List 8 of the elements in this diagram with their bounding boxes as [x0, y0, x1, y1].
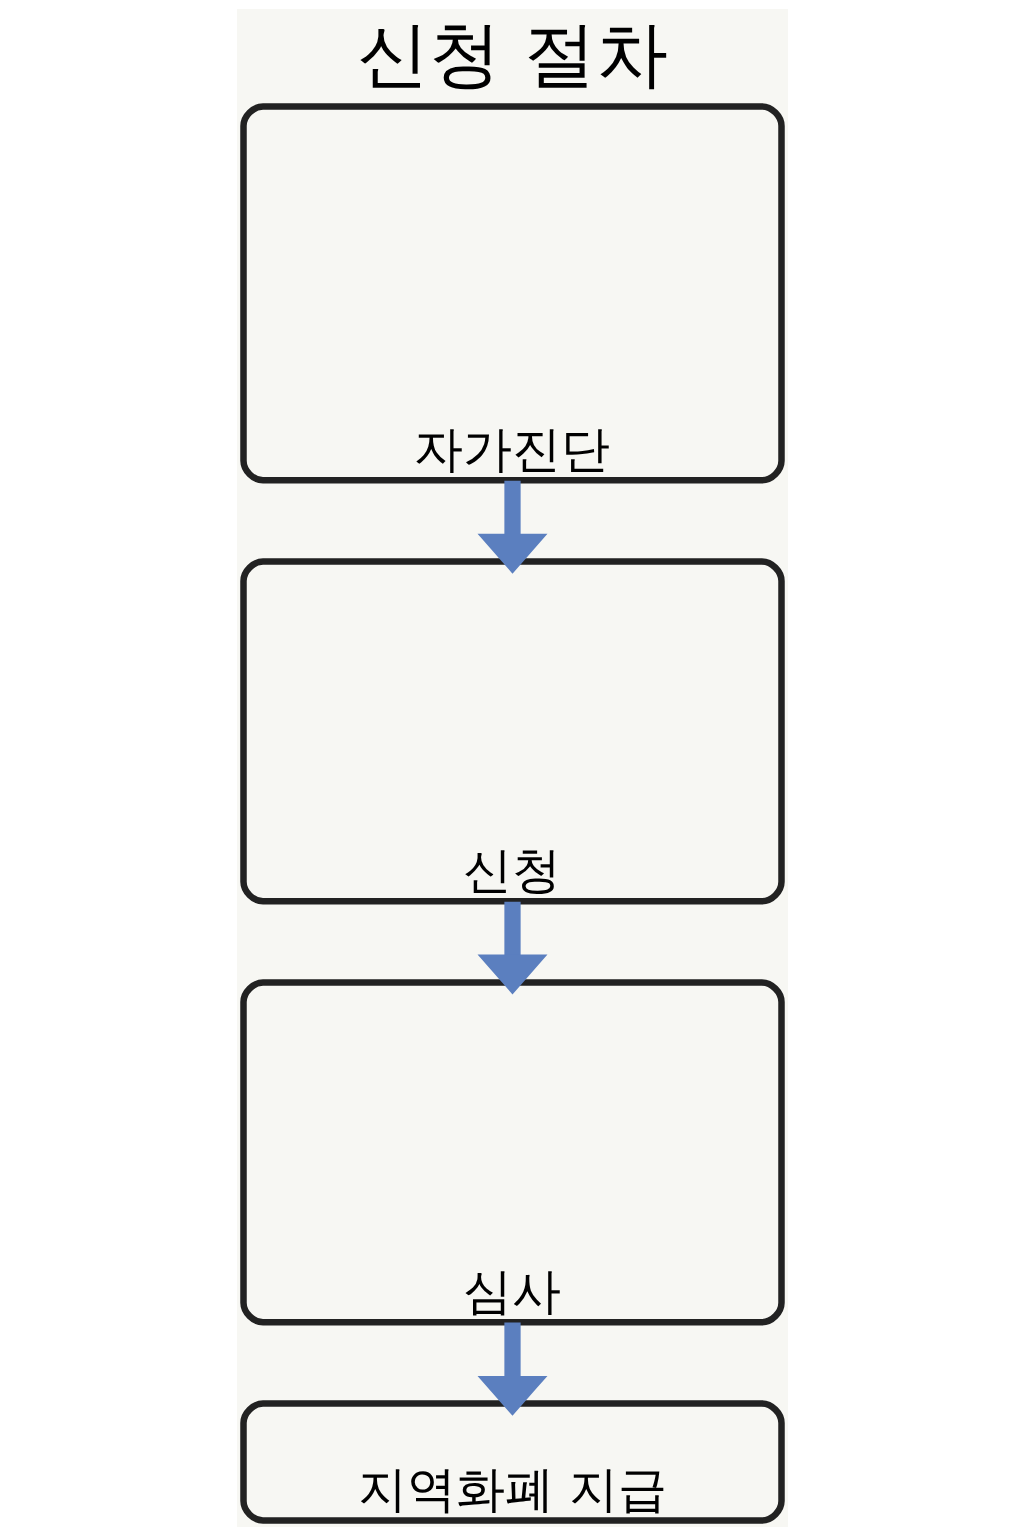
node-box: 심사 [239, 979, 785, 1326]
arrow [477, 1322, 547, 1416]
arrow [477, 480, 547, 574]
diagram-title: 신청 절차 [356, 13, 668, 97]
arrow [477, 901, 547, 995]
node-box: 지역화폐 지급 [239, 1400, 785, 1524]
node-box: 자가진단 [239, 103, 785, 484]
node-box: 신청 [239, 558, 785, 905]
